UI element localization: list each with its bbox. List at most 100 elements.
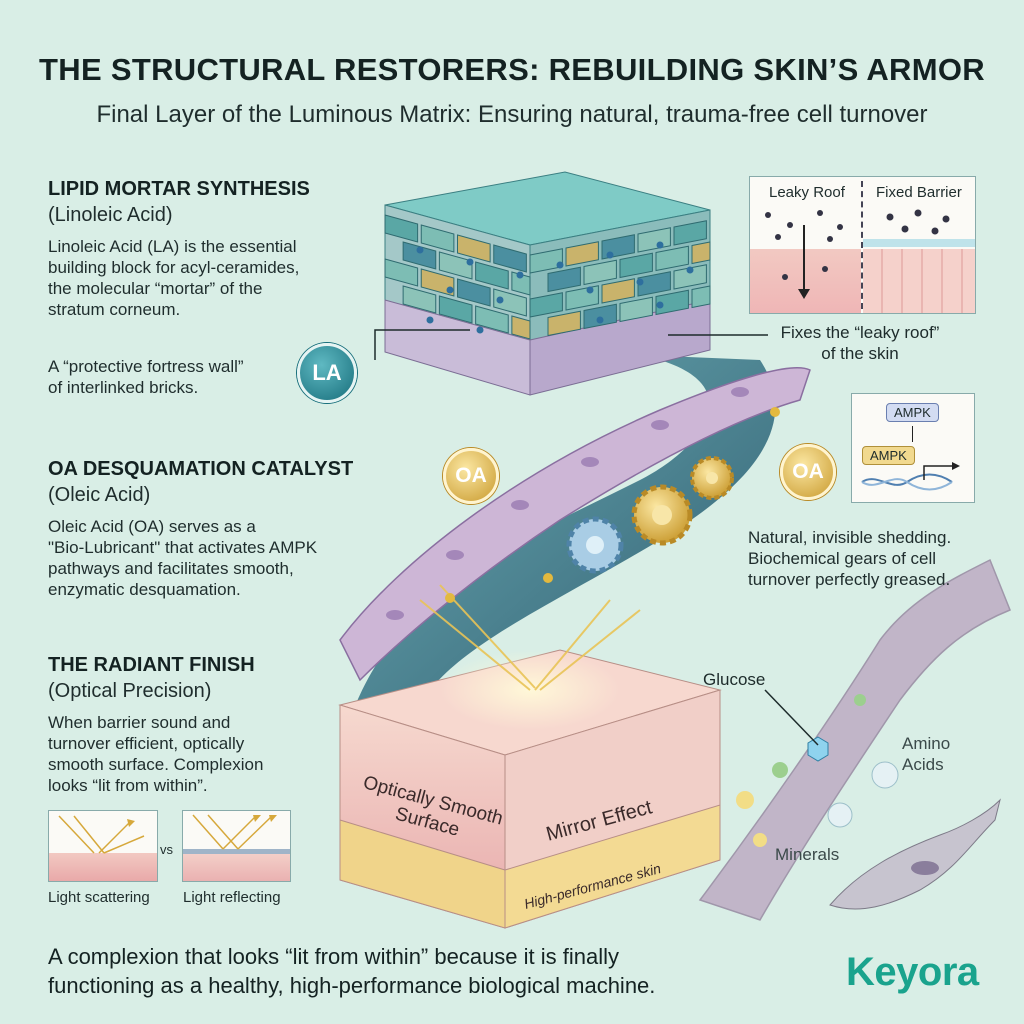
page-title: THE STRUCTURAL RESTORERS: REBUILDING SKI… xyxy=(39,52,985,87)
reflect-surface xyxy=(183,849,290,854)
lipid-molecule xyxy=(466,258,474,266)
reflect-label: Light reflecting xyxy=(183,889,281,906)
brick xyxy=(673,220,707,246)
brick xyxy=(547,266,581,293)
lipid-molecule xyxy=(656,301,664,309)
footer-text: A complexion that looks “lit from within… xyxy=(48,942,848,1000)
footer-line: A complexion that looks “lit from within… xyxy=(48,944,620,969)
brick xyxy=(691,241,711,265)
brick xyxy=(565,241,599,267)
leaky-roof-callout: Fixes the “leaky roof” of the skin xyxy=(770,322,950,364)
radiant-subheading: (Optical Precision) xyxy=(48,680,212,702)
brick xyxy=(529,248,563,274)
radiant-body-line: looks “lit from within”. xyxy=(48,776,208,795)
lipid-molecule xyxy=(656,241,664,249)
brick xyxy=(511,315,531,340)
brick xyxy=(637,227,671,253)
radiant-body-line: smooth surface. Complexion xyxy=(48,755,264,774)
ampk-bottom-box: AMPK xyxy=(862,446,915,465)
brick xyxy=(529,292,563,318)
lipid-molecule xyxy=(606,251,614,259)
callout-line: Fixes the “leaky roof” xyxy=(780,323,940,342)
lipid-body-line: the molecular “mortar” of the xyxy=(48,279,263,298)
brick xyxy=(420,268,455,297)
brick xyxy=(583,303,617,330)
brick xyxy=(619,296,653,323)
inset-left-label: Leaky Roof xyxy=(769,184,845,201)
brick xyxy=(402,241,437,270)
reflect-skin xyxy=(183,854,290,881)
glucose-label: Glucose xyxy=(703,670,766,689)
amino-line: Amino xyxy=(902,734,951,753)
cells xyxy=(386,387,749,620)
reflect-rays xyxy=(192,814,277,850)
lipid-molecule xyxy=(416,246,424,254)
brick xyxy=(493,288,527,317)
lipid-molecule xyxy=(516,271,524,279)
brick xyxy=(583,259,617,286)
oa-body-line: Oleic Acid (OA) serves as a xyxy=(48,517,256,536)
oa-note-line: turnover perfectly greased. xyxy=(748,570,951,589)
oa-body-line: "Bio-Lubricant" that activates AMPK xyxy=(48,538,318,557)
oa-note-line: Biochemical gears of cell xyxy=(748,549,937,568)
lipid-note-line: of interlinked bricks. xyxy=(48,378,199,397)
brick xyxy=(691,285,711,309)
oa-note-line: Natural, invisible shedding. xyxy=(748,528,952,547)
brick xyxy=(673,264,707,290)
lipid-molecule xyxy=(496,296,504,304)
amino-label: Amino Acids xyxy=(902,733,950,775)
lipid-note: A “protective fortress wall” of interlin… xyxy=(48,356,308,398)
brick xyxy=(475,261,509,290)
oa-badge-left: OA xyxy=(443,448,499,504)
radiant-heading: THE RADIANT FINISH xyxy=(48,654,255,676)
page-subtitle: Final Layer of the Luminous Matrix: Ensu… xyxy=(96,101,928,128)
brick xyxy=(511,271,531,296)
leaky-roof-inset: Leaky Roof Fixed Barrier xyxy=(749,176,976,314)
la-badge: LA xyxy=(297,343,357,403)
callout-line: of the skin xyxy=(821,344,899,363)
radiant-body: When barrier sound and turnover efficien… xyxy=(48,712,328,796)
lipid-note-line: A “protective fortress wall” xyxy=(48,357,244,376)
radiant-body-line: turnover efficient, optically xyxy=(48,734,245,753)
dna-strand xyxy=(861,462,960,491)
inset-right-label: Fixed Barrier xyxy=(876,184,962,201)
brand-logo: Keyora xyxy=(846,950,979,994)
oa-body: Oleic Acid (OA) serves as a "Bio-Lubrica… xyxy=(48,516,368,600)
lipid-molecule xyxy=(556,261,564,269)
footer-line: functioning as a healthy, high-performan… xyxy=(48,973,656,998)
brick xyxy=(547,310,581,337)
ampk-arrow xyxy=(912,426,913,442)
fixed-barrier-band xyxy=(863,239,975,247)
brick xyxy=(655,245,689,272)
brick xyxy=(655,289,689,316)
reflect-inset xyxy=(182,810,291,882)
lipid-body: Linoleic Acid (LA) is the essential buil… xyxy=(48,236,348,320)
brick xyxy=(565,285,599,311)
scatter-label: Light scattering xyxy=(48,889,150,906)
leak-arrow-head xyxy=(798,289,810,299)
la-pointer xyxy=(374,329,470,360)
brick xyxy=(601,278,635,304)
brick xyxy=(475,305,509,334)
lipid-body-line: building block for acyl-ceramides, xyxy=(48,258,300,277)
scatter-inset xyxy=(48,810,158,882)
lipid-molecule xyxy=(596,316,604,324)
brick xyxy=(493,244,527,273)
nutrient-particles xyxy=(736,694,899,847)
brick xyxy=(457,278,491,307)
lipid-heading: LIPID MORTAR SYNTHESIS xyxy=(48,178,310,200)
fibroblast-cell xyxy=(829,798,1001,910)
lipid-molecule xyxy=(636,278,644,286)
brick xyxy=(384,258,419,287)
lipid-body-line: stratum corneum. xyxy=(48,300,181,319)
brick xyxy=(457,234,491,263)
leak-arrow xyxy=(803,225,805,293)
fixed-skin xyxy=(863,249,975,313)
lipid-molecule xyxy=(426,316,434,324)
amino-line: Acids xyxy=(902,755,944,774)
oa-badge-right: OA xyxy=(780,444,836,500)
vs-label: vs xyxy=(160,842,173,857)
lipid-body-line: Linoleic Acid (LA) is the essential xyxy=(48,237,297,256)
brick xyxy=(438,251,473,280)
lipid-subheading: (Linoleic Acid) xyxy=(48,204,173,226)
